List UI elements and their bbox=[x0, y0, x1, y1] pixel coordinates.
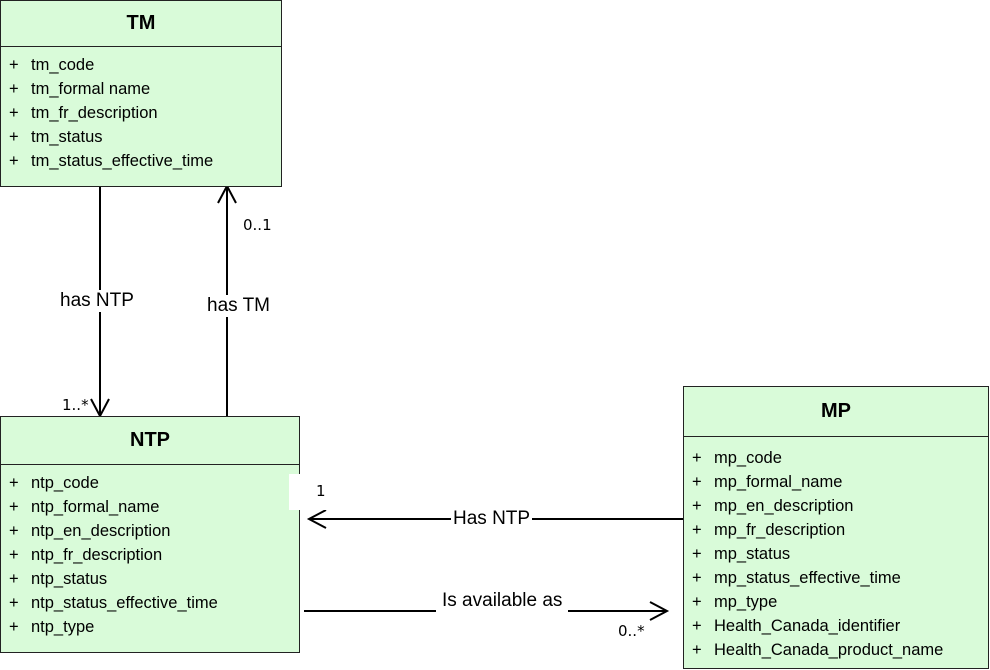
ntp-has-tm-label: has TM bbox=[205, 295, 273, 317]
ntp-attribute: +ntp_code bbox=[9, 474, 99, 492]
mp-attribute: +mp_status bbox=[692, 545, 791, 563]
ntp-attribute: +ntp_status bbox=[9, 570, 108, 588]
tm-attribute: +tm_fr_description bbox=[9, 104, 158, 122]
mp-attribute: +mp_fr_description bbox=[692, 521, 846, 539]
ntp-attribute: +ntp_formal_name bbox=[9, 498, 160, 516]
ntp-attribute: +ntp_status_effective_time bbox=[9, 594, 218, 612]
ntp-has-tm-multiplicity: 0..1 bbox=[243, 216, 272, 234]
tm-class-title: TM bbox=[1, 1, 281, 47]
ntp-class-title: NTP bbox=[1, 417, 299, 465]
mp-attribute: +Health_Canada_identifier bbox=[692, 617, 901, 635]
mp-attribute: +mp_formal_name bbox=[692, 473, 843, 491]
tm-attribute: +tm_formal name bbox=[9, 80, 151, 98]
mp-attribute: +mp_type bbox=[692, 593, 778, 611]
ntp-attribute: +ntp_en_description bbox=[9, 522, 171, 540]
ntp-attribute-list: +ntp_code +ntp_formal_name +ntp_en_descr… bbox=[1, 465, 299, 639]
tm-attribute: +tm_status_effective_time bbox=[9, 152, 214, 170]
mp-has-ntp-arrowhead bbox=[306, 509, 327, 529]
ntp-attribute: +ntp_fr_description bbox=[9, 546, 163, 564]
ntp-available-as-label: Is available as bbox=[436, 590, 569, 612]
mp-attribute-list: +mp_code +mp_formal_name +mp_en_descript… bbox=[684, 437, 988, 662]
tm-attribute: +tm_status bbox=[9, 128, 103, 146]
mp-attribute: +Health_Canada_product_name bbox=[692, 641, 944, 659]
tm-class: TM +tm_code +tm_formal name +tm_fr_descr… bbox=[0, 0, 282, 187]
mp-class: MP +mp_code +mp_formal_name +mp_en_descr… bbox=[683, 386, 989, 669]
ntp-attribute: +ntp_type bbox=[9, 618, 95, 636]
tm-attribute-list: +tm_code +tm_formal name +tm_fr_descript… bbox=[1, 47, 281, 173]
mp-class-title: MP bbox=[684, 387, 988, 437]
ntp-class: NTP +ntp_code +ntp_formal_name +ntp_en_d… bbox=[0, 416, 300, 653]
ntp-available-as-multiplicity: 0..* bbox=[618, 622, 645, 640]
ntp-available-as-arrowhead bbox=[649, 601, 670, 621]
tm-attribute: +tm_code bbox=[9, 56, 95, 74]
mp-attribute: +mp_status_effective_time bbox=[692, 569, 901, 587]
mp-attribute: +mp_en_description bbox=[692, 497, 854, 515]
tm-has-ntp-multiplicity: 1..* bbox=[62, 396, 89, 414]
tm-has-ntp-label: has NTP bbox=[58, 290, 136, 312]
mp-has-ntp-multiplicity: 1 bbox=[289, 474, 329, 510]
mp-has-ntp-label: Has NTP bbox=[451, 508, 533, 530]
mp-attribute: +mp_code bbox=[692, 449, 782, 467]
